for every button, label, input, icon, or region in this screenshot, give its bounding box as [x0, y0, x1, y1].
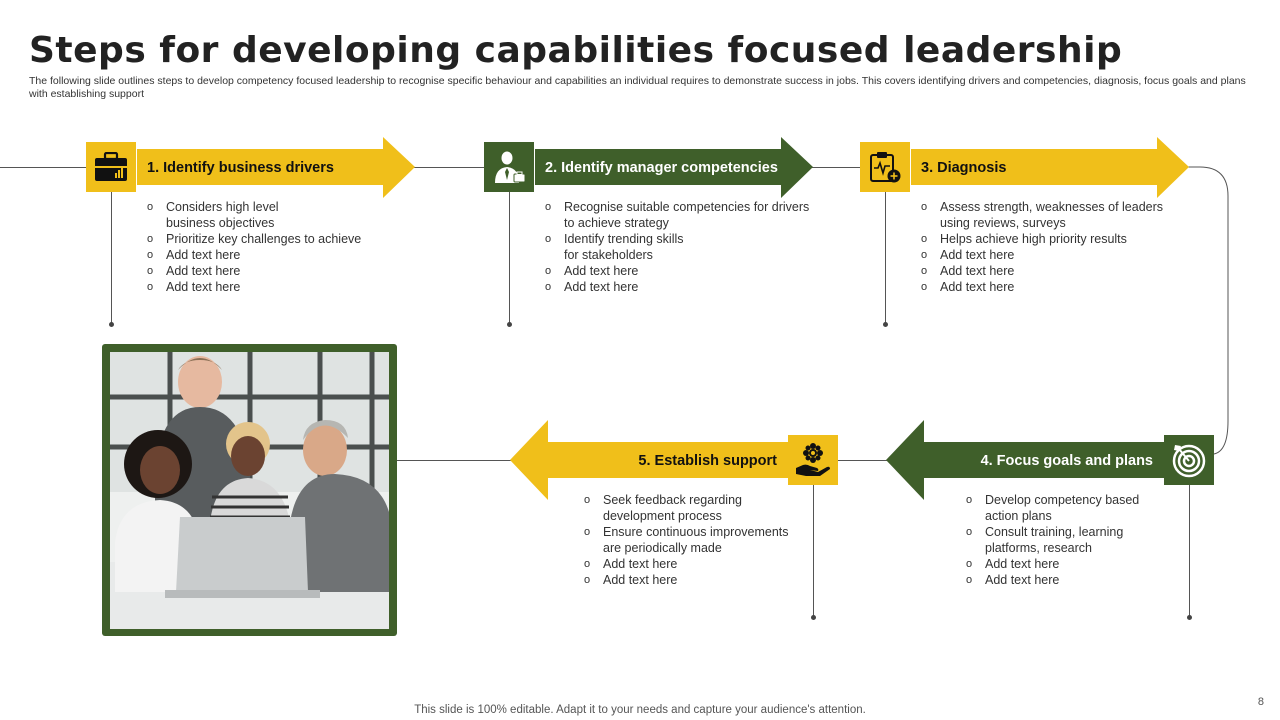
drop-dot: [1187, 615, 1192, 620]
bullet-item: Add text here: [921, 263, 1211, 279]
bullet-item: Considers high level: [147, 199, 407, 215]
bullet-item: Add text here: [584, 556, 844, 572]
bullet-item: Consult training, learning: [966, 524, 1226, 540]
drop-dot: [109, 322, 114, 327]
bullet-item: Identify trending skills: [545, 231, 835, 247]
step-4-title: 4. Focus goals and plans: [920, 442, 1153, 479]
bullet-item-continued: are periodically made: [584, 540, 844, 556]
connector-line: [397, 460, 511, 461]
manager-icon: [491, 150, 527, 184]
bullet-item-continued: for stakeholders: [545, 247, 835, 263]
step-1-icon-box: [86, 142, 136, 192]
step-3-title: 3. Diagnosis: [921, 149, 1006, 186]
connector-line: [0, 167, 86, 168]
drop-dot: [811, 615, 816, 620]
bullet-item: Seek feedback regarding: [584, 492, 844, 508]
bullet-item: Ensure continuous improvements: [584, 524, 844, 540]
bullet-item: Add text here: [545, 279, 835, 295]
team-photo: [110, 352, 389, 629]
bullet-item: Prioritize key challenges to achieve: [147, 231, 407, 247]
step-4-bullets: Develop competency based action plans Co…: [966, 492, 1226, 588]
bullet-item: Add text here: [545, 263, 835, 279]
bullet-item: Assess strength, weaknesses of leaders: [921, 199, 1211, 215]
step-1-bullets: Considers high level business objectives…: [147, 199, 407, 295]
clipboard-icon: [868, 150, 902, 184]
connector-line: [812, 167, 860, 168]
drop-line: [885, 192, 886, 324]
step-5-title: 5. Establish support: [545, 442, 777, 479]
step-4-icon-box: [1164, 435, 1214, 485]
bullet-item: Add text here: [966, 572, 1226, 588]
bullet-item: Add text here: [921, 279, 1211, 295]
bullet-item-continued: development process: [584, 508, 844, 524]
page-title: Steps for developing capabilities focuse…: [29, 30, 1122, 71]
bullet-item-continued: action plans: [966, 508, 1226, 524]
bullet-item-continued: to achieve strategy: [545, 215, 835, 231]
step-3-icon-box: [860, 142, 910, 192]
bullet-item-continued: using reviews, surveys: [921, 215, 1211, 231]
step-5-icon-box: [788, 435, 838, 485]
support-hand-icon: [794, 442, 832, 478]
connector-line: [414, 167, 484, 168]
bullet-item: Add text here: [147, 279, 407, 295]
bullet-item: Add text here: [966, 556, 1226, 572]
bullet-item: Add text here: [147, 263, 407, 279]
bullet-item: Helps achieve high priority results: [921, 231, 1211, 247]
page-subtitle: The following slide outlines steps to de…: [29, 75, 1254, 101]
connector-line: [838, 460, 888, 461]
bullet-item-continued: platforms, research: [966, 540, 1226, 556]
target-icon: [1169, 440, 1209, 480]
footer-note: This slide is 100% editable. Adapt it to…: [0, 704, 1280, 716]
bullet-item: Add text here: [584, 572, 844, 588]
briefcase-icon: [94, 152, 128, 182]
bullet-item: Recognise suitable competencies for driv…: [545, 199, 835, 215]
page-number: 8: [1258, 696, 1264, 708]
drop-dot: [883, 322, 888, 327]
drop-line: [111, 192, 112, 324]
step-2-title: 2. Identify manager competencies: [545, 149, 778, 186]
step-5-bullets: Seek feedback regarding development proc…: [584, 492, 844, 588]
bullet-item: Add text here: [921, 247, 1211, 263]
step-3-bullets: Assess strength, weaknesses of leaders u…: [921, 199, 1211, 295]
step-1-title: 1. Identify business drivers: [147, 149, 334, 186]
drop-line: [509, 192, 510, 324]
drop-dot: [507, 322, 512, 327]
bullet-item-continued: business objectives: [147, 215, 407, 231]
bullet-item: Add text here: [147, 247, 407, 263]
step-2-icon-box: [484, 142, 534, 192]
bullet-item: Develop competency based: [966, 492, 1226, 508]
step-2-bullets: Recognise suitable competencies for driv…: [545, 199, 835, 295]
